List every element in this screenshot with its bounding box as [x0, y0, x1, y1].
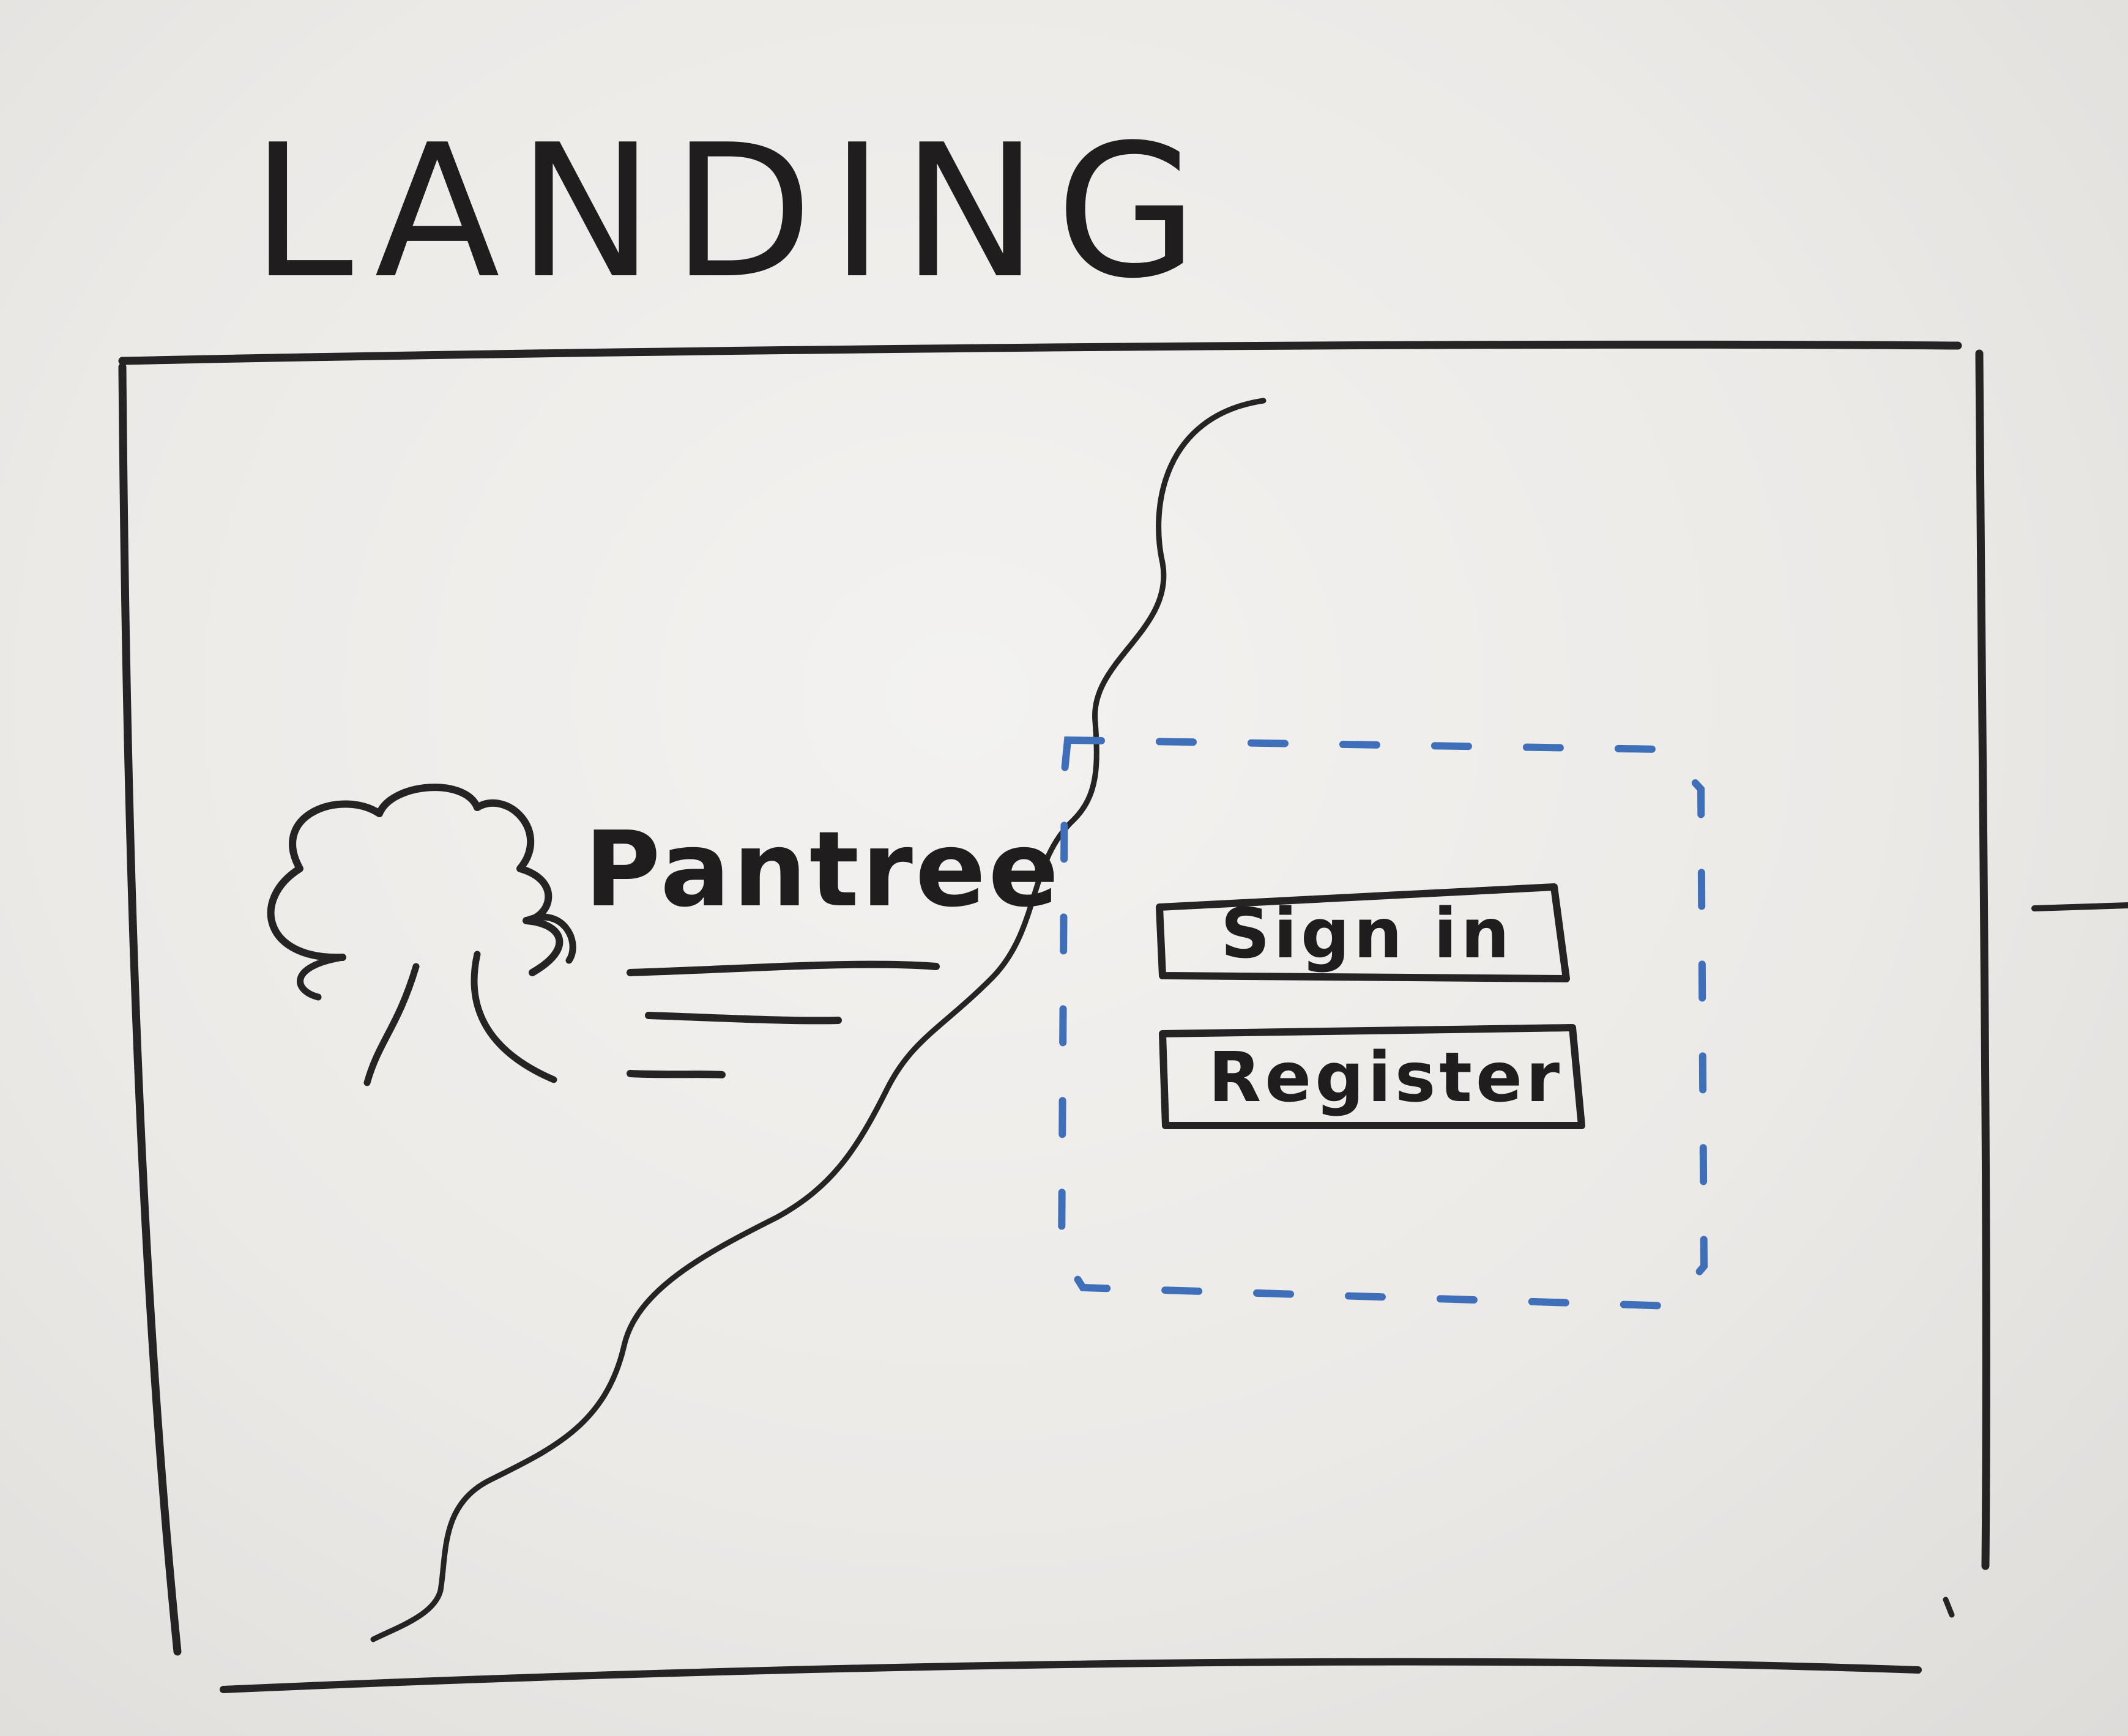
- sign-in-label: Sign in: [1221, 894, 1513, 974]
- brand-name: Pantree: [584, 809, 1061, 930]
- auth-panel: [1057, 736, 1708, 1310]
- register-label: Register: [1208, 1038, 1563, 1118]
- hero-divider-line: [370, 398, 1267, 1642]
- browser-frame: [118, 340, 2128, 1693]
- tree-icon: [267, 784, 576, 1086]
- sign-in-button[interactable]: Sign in: [1156, 883, 1570, 982]
- tagline-placeholder: [627, 960, 940, 1078]
- page-title: LANDING: [251, 105, 1215, 319]
- register-button[interactable]: Register: [1159, 1024, 1585, 1129]
